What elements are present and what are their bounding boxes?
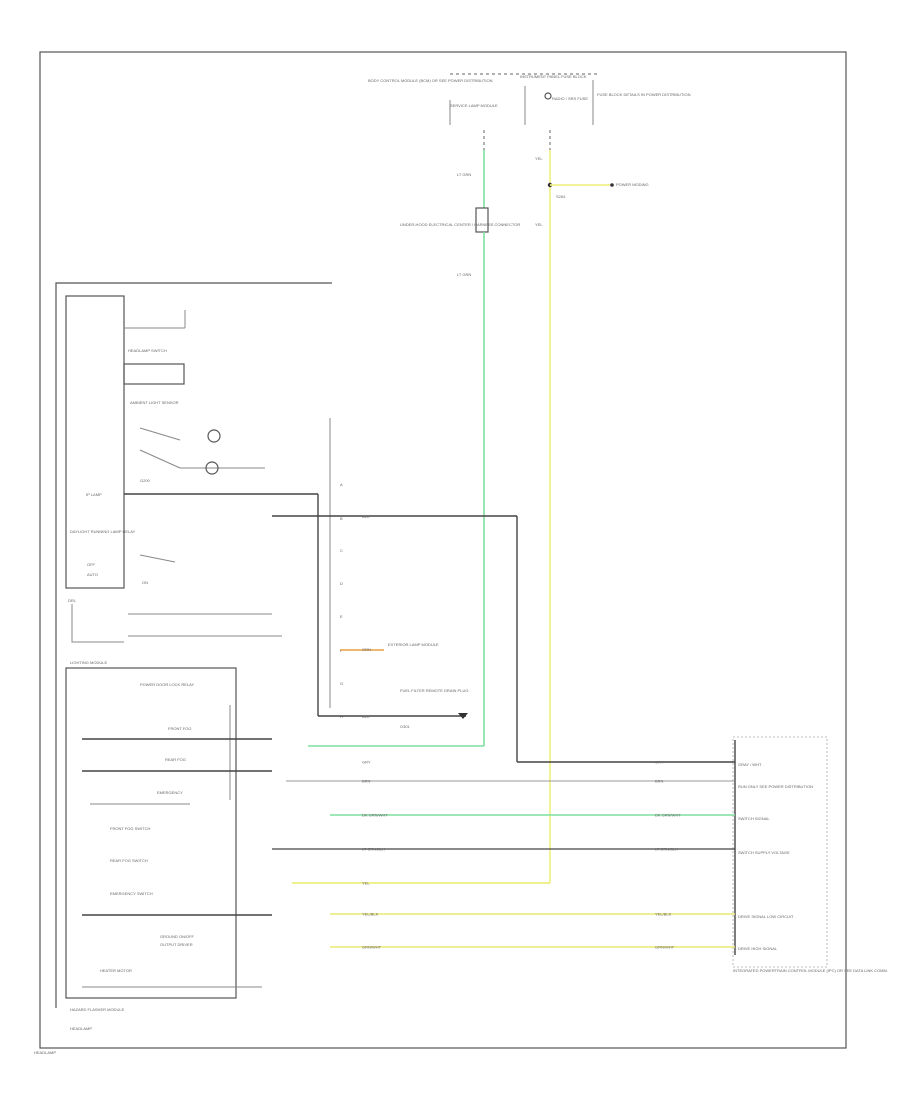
power-moding-label: POWER MODING [616, 182, 649, 187]
connector-box [475, 207, 489, 233]
power-moding-dot [610, 183, 614, 187]
fuse-icon [544, 92, 552, 100]
right-label-5: DRIVE SIGNAL LOW CIRCUIT [738, 914, 794, 919]
lower-left-subtitle: POWER DOOR LOCK RELAY [140, 682, 194, 687]
blk-wire-label: BLK [362, 514, 370, 519]
yellow-wire-mid-label: YEL [535, 222, 543, 227]
pin-label: D [340, 581, 343, 586]
pin-label: B [340, 516, 343, 521]
drl-switch [139, 554, 176, 563]
lower-2-label: OUTPUT DRIVER [160, 942, 193, 947]
right-wire-right-label: DK GRN/WHT [655, 813, 681, 818]
row1-label: FRONT FOG [168, 726, 191, 731]
fuse-block-label: INSTRUMENT PANEL FUSE BLOCK [520, 74, 587, 79]
orange-note: EXTERIOR LAMP MODULE [388, 642, 439, 647]
right-label-7: INTEGRATED POWERTRAIN CONTROL MODULE (IP… [733, 968, 888, 973]
lower-left-title: LIGHTING MODULE [70, 660, 107, 665]
module-label: SERVICE LAMP MODULE [450, 103, 498, 108]
orange-label: ORN [362, 647, 371, 652]
left-module-outer [55, 282, 332, 1008]
switch-a [139, 427, 181, 441]
right-label-1: GRAY / WHT [738, 762, 762, 767]
right-label-4: SWITCH SUPPLY VOLTAGE [738, 850, 790, 855]
center-pins: ABCDEFGH [340, 482, 343, 719]
right-wire-right-label: GRY [655, 760, 664, 765]
splice-label: S264 [556, 194, 566, 199]
switch-2-label: REAR FOG SWITCH [110, 858, 148, 863]
mid-box [71, 604, 124, 643]
switch-b [139, 449, 181, 469]
yellow-wire-top-label: YEL [535, 156, 543, 161]
diagram-border [39, 51, 847, 1049]
right-connector [732, 736, 828, 968]
lower-1-label: GROUND ON/OFF [160, 934, 195, 939]
green-wire-mid-label: LT GRN [457, 272, 471, 277]
pin-label: G [340, 681, 343, 686]
pin-label: E [340, 614, 343, 619]
right-wire-left-label: LT GRN/BLK [362, 847, 385, 852]
switch-1-label: FRONT FOG SWITCH [110, 826, 150, 831]
module-block-label: IP LAMP [86, 492, 102, 497]
lower-1: OFF [87, 562, 96, 567]
row2-label: REAR FOG [165, 757, 186, 762]
switch-3-label: EMERGENCY SWITCH [110, 891, 153, 896]
corner-label: HEADLAMP [34, 1050, 56, 1055]
right-wire-left-label: GRY [362, 760, 371, 765]
fuse-label: RADIO / SRS FUSE [552, 96, 588, 101]
sensor-1-box [123, 363, 185, 385]
right-wire-left-label: GRN/WHT [362, 945, 382, 950]
pin-label: C [340, 548, 343, 553]
right-wire-right-label: LT GRN/BLK [655, 847, 678, 852]
ground-label: G200 [140, 478, 151, 483]
right-wire-left-label: YEL [362, 881, 370, 886]
lamp-1-icon [207, 429, 221, 443]
connector-note: UNDER-HOOD ELECTRICAL CENTER / HARNESS C… [400, 222, 520, 227]
sensor-1-label: HEADLAMP SWITCH [128, 348, 167, 353]
right-wires: GRY GRY BRN BRN DK GRN/WHT DK GRN/WHT LT GRN/B… [272, 760, 735, 950]
pin-label: A [340, 482, 343, 487]
right-wire-left-label: YEL/BLK [362, 912, 379, 917]
right-wire-right-label: GRN/WHT [655, 945, 675, 950]
lower-2: AUTO [87, 572, 98, 577]
bottom-note: FUEL FILTER REMOTE DRAIN PLUG [400, 688, 468, 693]
right-wire-left-label: DK GRN/WHT [362, 813, 388, 818]
right-label-3: SWITCH SIGNAL [738, 816, 770, 821]
lower-3: ON [142, 580, 148, 585]
ground-icon [458, 713, 468, 719]
right-wire-right-label: BRN [655, 779, 664, 784]
footer-2-label: HAZARD FLASHER MODULE [70, 1007, 125, 1012]
right-wire-right-label: YEL/BLK [655, 912, 672, 917]
lamp-2-icon [205, 461, 219, 475]
right-label-6: DRIVE HIGH SIGNAL [738, 946, 778, 951]
bottom-tag: G301 [400, 724, 411, 729]
page-footer-label: HEADLAMP [70, 1026, 92, 1031]
fuse-right-note: FUSE BLOCK DETAILS IN POWER DISTRIBUTION [597, 92, 691, 97]
row3-label: EMERGENCY [157, 790, 183, 795]
mid-label: DRL [68, 598, 77, 603]
bottom-wire-label: BLK [362, 714, 370, 719]
right-label-2: RUN ONLY SEE POWER DISTRIBUTION [738, 784, 813, 789]
lower-left-box [65, 667, 237, 999]
green-wire-top-label: LT GRN [457, 172, 471, 177]
left-module-box [65, 295, 125, 589]
right-wire-left-label: BRN [362, 779, 371, 784]
footer-1-label: HEATER MOTOR [100, 968, 132, 973]
module-block-text: DAYLIGHT RUNNING LAMP RELAY [70, 529, 136, 534]
sensor-2-label: AMBIENT LIGHT SENSOR [130, 400, 179, 405]
module-left-note: BODY CONTROL MODULE (BCM) OR SEE POWER D… [368, 78, 493, 83]
